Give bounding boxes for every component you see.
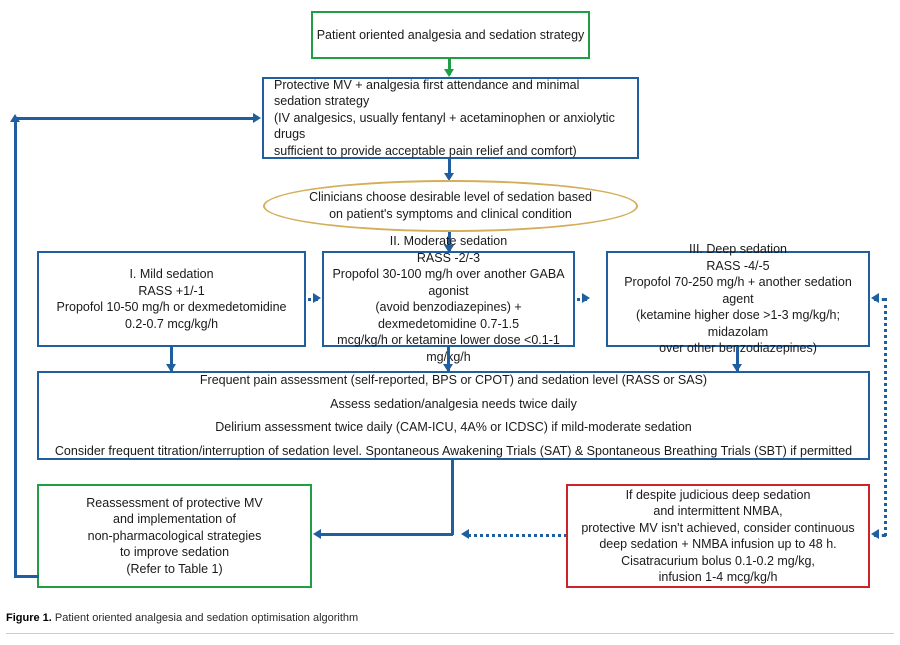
connector-feedback-corner-arrowhead: [10, 114, 20, 122]
caption-divider: [6, 633, 894, 634]
connector-deep-right-stub: [874, 298, 886, 301]
connector-moderate-to-assessment-line: [447, 347, 450, 371]
assessment-line-3: Delirium assessment twice daily (CAM-ICU…: [215, 420, 692, 434]
node-nmba-continuous-deep-sedation: If despite judicious deep sedation and i…: [566, 484, 870, 588]
figure-caption-text: Patient oriented analgesia and sedation …: [54, 612, 359, 624]
connector-deep-nmba-right-vertical: [884, 298, 887, 536]
assessment-line-2: Assess sedation/analgesia needs twice da…: [330, 396, 577, 411]
assessment-line-1: Frequent pain assessment (self-reported,…: [199, 373, 708, 387]
figure-caption-label: Figure 1.: [6, 612, 52, 624]
connector-assessment-to-reassessment-horizontal: [320, 533, 453, 536]
connector-assessment-to-reassessment-arrowhead: [313, 529, 321, 539]
node-deep-sedation: III. Deep sedation RASS -4/-5 Propofol 7…: [606, 242, 870, 355]
node-reassessment: Reassessment of protective MV and implem…: [37, 484, 312, 588]
connector-feedback-vertical: [14, 117, 17, 577]
node-moderate-sedation: II. Moderate sedation RASS -2/-3 Propofo…: [322, 234, 575, 364]
node-assessment-block: Frequent pain assessment (self-reported,…: [37, 371, 870, 460]
connector-mild-to-assessment-arrowhead: [166, 364, 176, 372]
connector-protective-mv-to-decision-arrowhead: [444, 173, 454, 181]
connector-nmba-right-stub: [874, 534, 886, 537]
connector-start-to-protective-mv-arrowhead: [444, 69, 454, 77]
connector-assessment-to-reassessment-vertical: [451, 460, 454, 535]
connector-protective-mv-to-decision-line: [448, 159, 451, 178]
connector-nmba-to-reassessment-arrowhead: [461, 529, 469, 539]
connector-decision-to-moderate-arrowhead: [444, 245, 454, 253]
connector-deep-right-arrowhead: [871, 293, 879, 303]
connector-start-to-protective-mv-line: [448, 59, 451, 75]
node-start: Patient oriented analgesia and sedation …: [311, 11, 590, 59]
assessment-line-4: Consider frequent titration/interruption…: [54, 443, 853, 458]
connector-moderate-to-assessment-arrowhead: [443, 364, 453, 372]
connector-deep-to-assessment-arrowhead: [732, 364, 742, 372]
node-mild-sedation: I. Mild sedation RASS +1/-1 Propofol 10-…: [37, 251, 306, 347]
connector-mild-to-assessment-line: [170, 347, 173, 371]
connector-feedback-top-horizontal: [14, 117, 256, 120]
connector-moderate-to-deep-arrowhead: [582, 293, 590, 303]
connector-mild-to-moderate-arrowhead: [313, 293, 321, 303]
connector-nmba-to-reassessment-line: [468, 534, 567, 537]
connector-feedback-bottom-horizontal: [14, 575, 39, 578]
node-decision-clinicians-choose: Clinicians choose desirable level of sed…: [263, 180, 638, 232]
connector-deep-to-assessment-line: [736, 347, 739, 371]
connector-nmba-right-arrowhead: [871, 529, 879, 539]
connector-decision-to-moderate-line: [448, 232, 451, 251]
figure-caption: Figure 1. Patient oriented analgesia and…: [6, 612, 894, 624]
connector-feedback-arrowhead: [253, 113, 261, 123]
node-protective-mv: Protective MV + analgesia first attendan…: [262, 77, 639, 159]
